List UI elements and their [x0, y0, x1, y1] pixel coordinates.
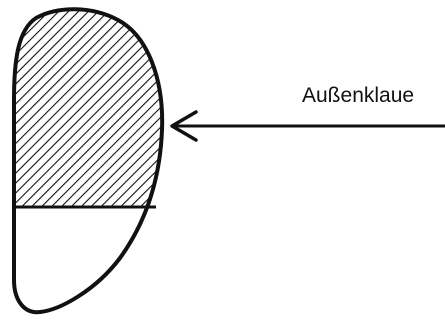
unhatched-region: [14, 207, 163, 313]
outer-claw-label: Außenklaue: [302, 84, 415, 107]
arrow-head-icon: [170, 110, 198, 142]
claw-outline: [12, 7, 165, 315]
hatched-region: [14, 9, 163, 207]
